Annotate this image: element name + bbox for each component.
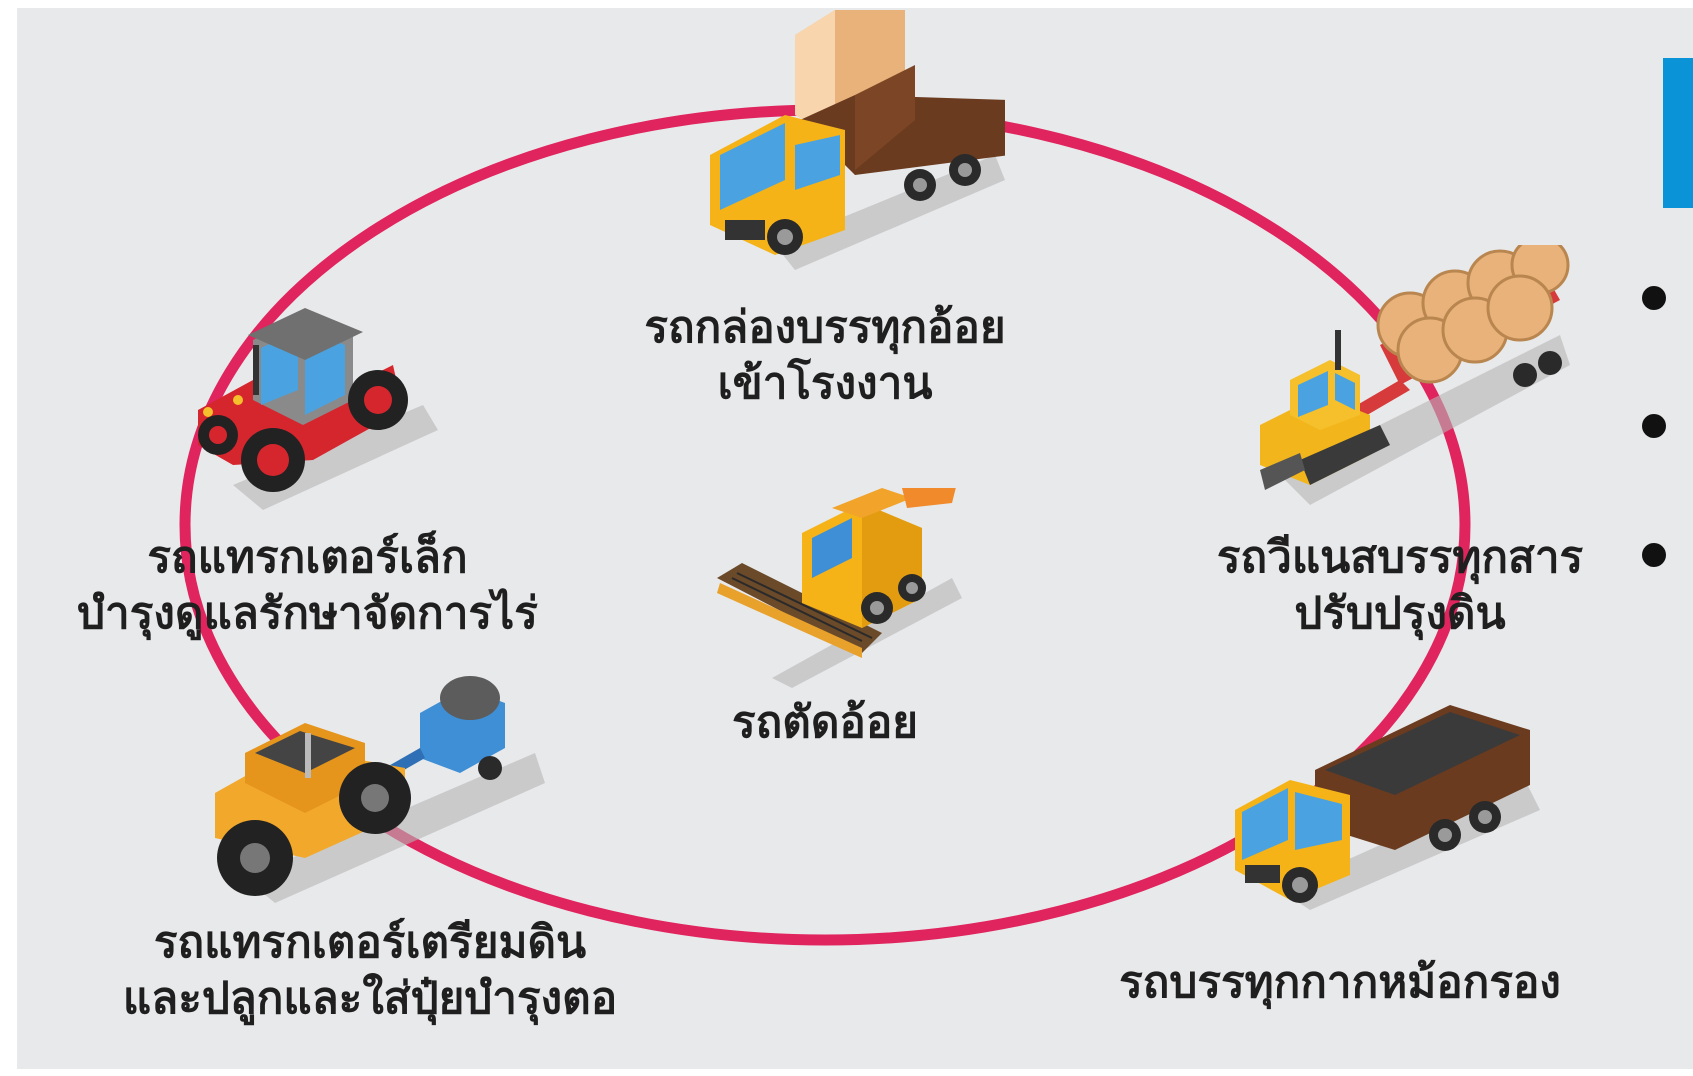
center-label: รถตัดอ้อย	[700, 695, 950, 751]
node-label-line2: เข้าโรงงาน	[717, 358, 933, 409]
accent-tab	[1663, 58, 1693, 208]
node-label-dump-truck: รถบรรทุกกากหม้อกรอง	[1080, 955, 1600, 1011]
bullet-dot	[1642, 543, 1666, 567]
node-label-line2: บำรุงดูแลรักษาจัดการไร่	[77, 588, 538, 639]
node-label-box-truck: รถกล่องบรรทุกอ้อย เข้าโรงงาน	[635, 300, 1015, 412]
node-label-small-tractor: รถแทรกเตอร์เล็ก บำรุงดูแลรักษาจัดการไร่	[30, 530, 585, 642]
dump-truck-icon	[1235, 705, 1540, 910]
node-label-line1: รถบรรทุกกากหม้อกรอง	[1119, 957, 1561, 1008]
box-truck-icon	[710, 10, 1005, 270]
tractor-planter-icon	[215, 676, 545, 903]
node-label-line1: รถแทรกเตอร์เตรียมดิน	[153, 917, 587, 968]
bullet-dot	[1642, 286, 1666, 310]
node-label-crawler-tractor: รถวีแนสบรรทุกสาร ปรับปรุงดิน	[1180, 530, 1620, 642]
harvester-icon	[717, 488, 962, 688]
node-label-tractor-planter: รถแทรกเตอร์เตรียมดิน และปลูกและใส่ปุ๋ยบำ…	[85, 915, 655, 1027]
crawler-tractor-trailer-icon	[1260, 245, 1570, 505]
node-label-line1: รถกล่องบรรทุกอ้อย	[644, 302, 1006, 353]
node-label-line1: รถวีแนสบรรทุกสาร	[1216, 532, 1584, 583]
small-tractor-icon	[198, 308, 438, 510]
bullet-dot	[1642, 414, 1666, 438]
node-label-line1: รถแทรกเตอร์เล็ก	[147, 532, 468, 583]
node-label-line2: ปรับปรุงดิน	[1294, 588, 1506, 639]
center-label-text: รถตัดอ้อย	[731, 697, 919, 748]
node-label-line2: และปลูกและใส่ปุ๋ยบำรุงตอ	[122, 973, 618, 1024]
